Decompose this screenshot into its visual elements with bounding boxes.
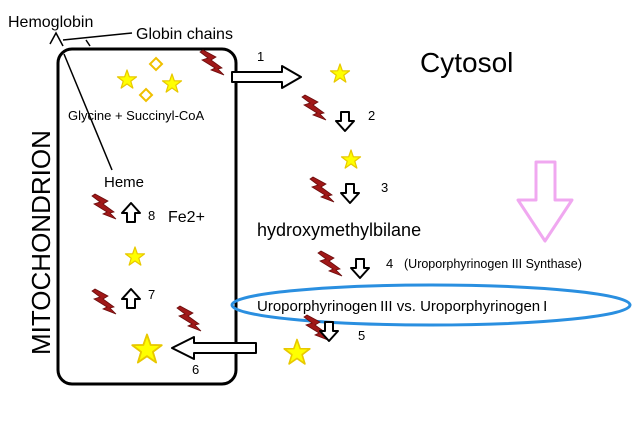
step-8: 8 [148, 208, 155, 223]
cytosol-label: Cytosol [420, 47, 513, 78]
hemoglobin-connectors [49, 31, 133, 171]
uroporphyrinogen-synthase-label: (Uroporphyrinogen III Synthase) [404, 257, 582, 271]
fe2-label: Fe2+ [168, 209, 205, 226]
diamond-icon [139, 88, 153, 102]
arrow-down-icon [340, 183, 360, 204]
star-icon [329, 63, 351, 83]
arrow-down-icon [335, 111, 355, 132]
lightning-icon [91, 288, 117, 315]
heme-label: Heme [104, 174, 144, 191]
big-down-arrow-icon [516, 160, 574, 243]
step-7: 7 [148, 287, 155, 302]
step-3: 3 [381, 180, 388, 195]
mitochondrion-label: MITOCHONDRION [26, 130, 56, 355]
arrow-left-icon [171, 336, 257, 360]
glycine-succinyl-label: Glycine + Succinyl-CoA [68, 108, 205, 123]
star-icon [283, 338, 311, 365]
diamond-icon [149, 57, 163, 71]
lightning-icon [309, 176, 335, 203]
arrow-right-icon [231, 65, 302, 89]
lightning-icon [176, 305, 202, 332]
hydroxymethylbilane-label: hydroxymethylbilane [257, 220, 421, 240]
star-icon [131, 333, 163, 364]
step-2: 2 [368, 108, 375, 123]
step-1: 1 [257, 49, 264, 64]
step-5: 5 [358, 328, 365, 343]
lightning-icon [91, 193, 117, 220]
arrow-up-icon [121, 202, 141, 223]
uroporphyrinogen-compare-label: Uroporphyrinogen III vs. Uroporphyrinoge… [257, 298, 547, 315]
star-icon [124, 246, 146, 266]
globin-chains-label: Globin chains [136, 26, 233, 43]
mitochondrion-membrane [56, 47, 238, 386]
star-icon [161, 73, 183, 93]
step-4: 4 [386, 256, 393, 271]
arrow-down-icon [350, 258, 370, 279]
step-6: 6 [192, 362, 199, 377]
star-icon [116, 69, 138, 89]
uroporphyrinogen-highlight [230, 283, 632, 327]
hemoglobin-label: Hemoglobin [8, 14, 93, 31]
lightning-icon [317, 250, 343, 277]
glycine-stars [116, 57, 183, 102]
arrow-up-icon [121, 288, 141, 309]
lightning-icon [301, 94, 327, 121]
star-icon [340, 149, 362, 169]
lightning-icon [199, 49, 225, 76]
